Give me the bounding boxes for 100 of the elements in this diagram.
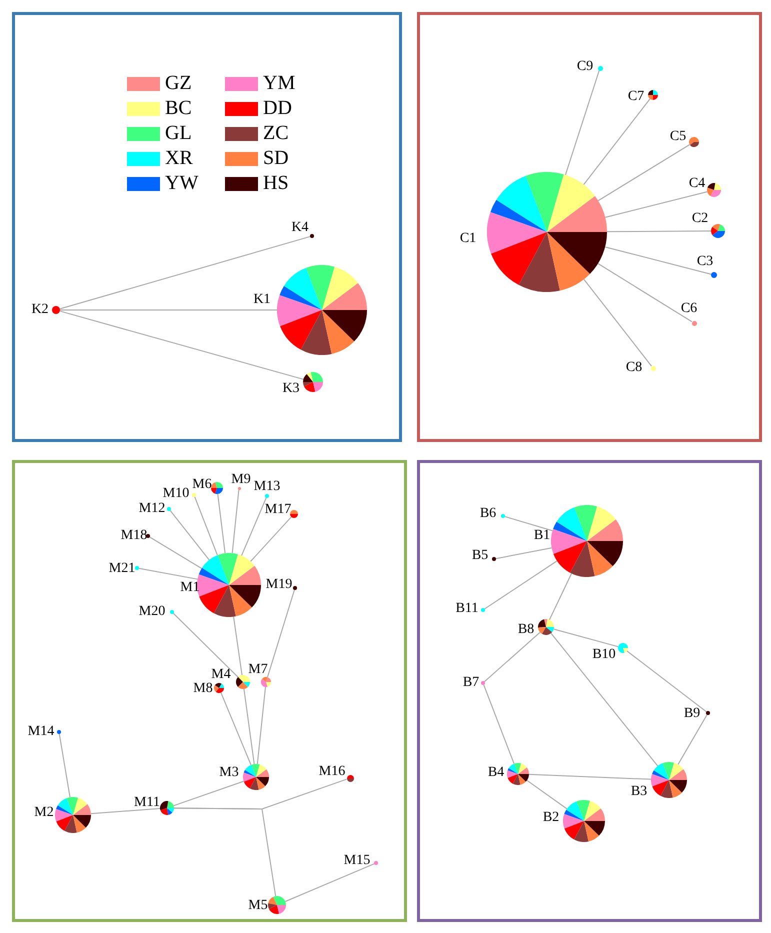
connector-line bbox=[550, 632, 658, 766]
connector-line bbox=[484, 560, 558, 610]
haplotype-label: K4 bbox=[291, 221, 309, 235]
connector-line bbox=[220, 692, 252, 766]
connector-line bbox=[553, 628, 619, 648]
haplotype-label: M18 bbox=[120, 529, 148, 543]
haplotype-label: B3 bbox=[630, 785, 648, 799]
haplotype-label: C4 bbox=[688, 177, 706, 191]
haplotype-label: C3 bbox=[696, 255, 714, 269]
connector-line bbox=[59, 236, 311, 310]
haplotype-label: M7 bbox=[248, 663, 268, 677]
connector-line bbox=[233, 616, 242, 676]
connector-line bbox=[138, 568, 198, 580]
connector-line bbox=[266, 589, 295, 678]
connector-line bbox=[484, 632, 541, 682]
connector-line bbox=[149, 536, 202, 569]
haplotype-label: M13 bbox=[254, 480, 280, 494]
haplotype-label: M10 bbox=[162, 487, 190, 501]
connector-line bbox=[504, 516, 553, 532]
legend-label: SD bbox=[263, 150, 289, 167]
haplotype-label: B10 bbox=[592, 648, 616, 662]
haplotype-label: K1 bbox=[253, 293, 271, 307]
connector-line bbox=[526, 780, 568, 810]
haplotype-label: M19 bbox=[266, 578, 292, 592]
legend-label: XR bbox=[165, 150, 193, 167]
haplotype-label: M21 bbox=[108, 562, 136, 576]
connector-line bbox=[174, 808, 276, 897]
haplotype-label: M2 bbox=[34, 806, 54, 820]
haplotype-label: B6 bbox=[480, 507, 496, 521]
haplotype-label: K3 bbox=[282, 382, 300, 396]
connector-line bbox=[528, 774, 652, 780]
connector-line bbox=[548, 573, 572, 620]
haplotype-label: B4 bbox=[488, 766, 504, 780]
panel-frame bbox=[12, 460, 407, 922]
connector-line bbox=[59, 310, 304, 380]
connector-line bbox=[606, 230, 712, 232]
connector-line bbox=[583, 98, 650, 186]
connector-line bbox=[604, 191, 708, 218]
connector-line bbox=[217, 493, 226, 554]
haplotype-label: M8 bbox=[193, 682, 213, 696]
connector-line bbox=[243, 688, 255, 765]
connector-line bbox=[284, 863, 375, 902]
connector-line bbox=[232, 489, 240, 554]
legend-label: GL bbox=[165, 125, 192, 142]
connector-line bbox=[483, 684, 515, 764]
connector-line bbox=[170, 510, 210, 560]
haplotype-label: B1 bbox=[534, 529, 550, 543]
haplotype-label: C7 bbox=[628, 90, 644, 104]
connector-line bbox=[678, 714, 708, 765]
haplotype-label: M3 bbox=[219, 766, 239, 780]
legend-label: YM bbox=[263, 75, 296, 92]
legend-label: BC bbox=[165, 100, 192, 117]
haplotype-label: B9 bbox=[684, 707, 700, 721]
connector-line bbox=[194, 496, 218, 556]
legend-label: GZ bbox=[165, 75, 192, 92]
haplotype-label: M12 bbox=[138, 502, 166, 516]
haplotype-label: K2 bbox=[31, 303, 49, 317]
haplotype-label: B5 bbox=[472, 549, 488, 563]
haplotype-label: B11 bbox=[456, 602, 478, 616]
haplotype-label: B2 bbox=[542, 811, 560, 825]
haplotype-label: M20 bbox=[138, 605, 166, 619]
legend-label: DD bbox=[263, 100, 292, 117]
haplotype-label: C2 bbox=[692, 212, 708, 226]
haplotype-label: M9 bbox=[231, 473, 251, 487]
connector-line bbox=[583, 278, 652, 367]
connector-line bbox=[598, 263, 692, 322]
connector-line bbox=[172, 612, 239, 678]
legend-label: ZC bbox=[263, 125, 289, 142]
panel-frame bbox=[417, 460, 762, 922]
connector-line bbox=[90, 808, 161, 814]
haplotype-label: C9 bbox=[576, 60, 594, 74]
haplotype-label: M16 bbox=[318, 765, 346, 779]
legend-label: HS bbox=[263, 175, 289, 192]
haplotype-label: M14 bbox=[28, 725, 54, 739]
connector-line bbox=[241, 497, 267, 556]
haplotype-label: C8 bbox=[626, 361, 642, 375]
connector-line bbox=[626, 650, 707, 712]
panel-frame bbox=[12, 12, 402, 442]
connector-line bbox=[58, 733, 70, 798]
haplotype-label: B8 bbox=[518, 623, 534, 637]
panel-frame bbox=[417, 12, 762, 442]
haplotype-label: M11 bbox=[134, 796, 160, 810]
haplotype-label: M15 bbox=[344, 854, 370, 868]
connector-line bbox=[250, 516, 292, 562]
haplotype-label: C1 bbox=[460, 232, 476, 246]
connector-line bbox=[256, 686, 266, 765]
haplotype-label: M17 bbox=[264, 503, 292, 517]
connector-line bbox=[495, 547, 552, 560]
connector-line bbox=[564, 70, 600, 176]
haplotype-label: C6 bbox=[680, 302, 698, 316]
haplotype-label: M6 bbox=[192, 478, 212, 492]
haplotype-label: B7 bbox=[462, 676, 480, 690]
legend-label: YW bbox=[165, 175, 198, 192]
haplotype-label: M5 bbox=[248, 899, 268, 913]
connector-line bbox=[598, 144, 690, 202]
haplotype-label: C5 bbox=[670, 130, 686, 144]
connector-line bbox=[604, 246, 712, 275]
connector-line bbox=[173, 780, 244, 806]
haplotype-label: M4 bbox=[211, 668, 231, 682]
haplotype-label: M1 bbox=[180, 581, 200, 595]
